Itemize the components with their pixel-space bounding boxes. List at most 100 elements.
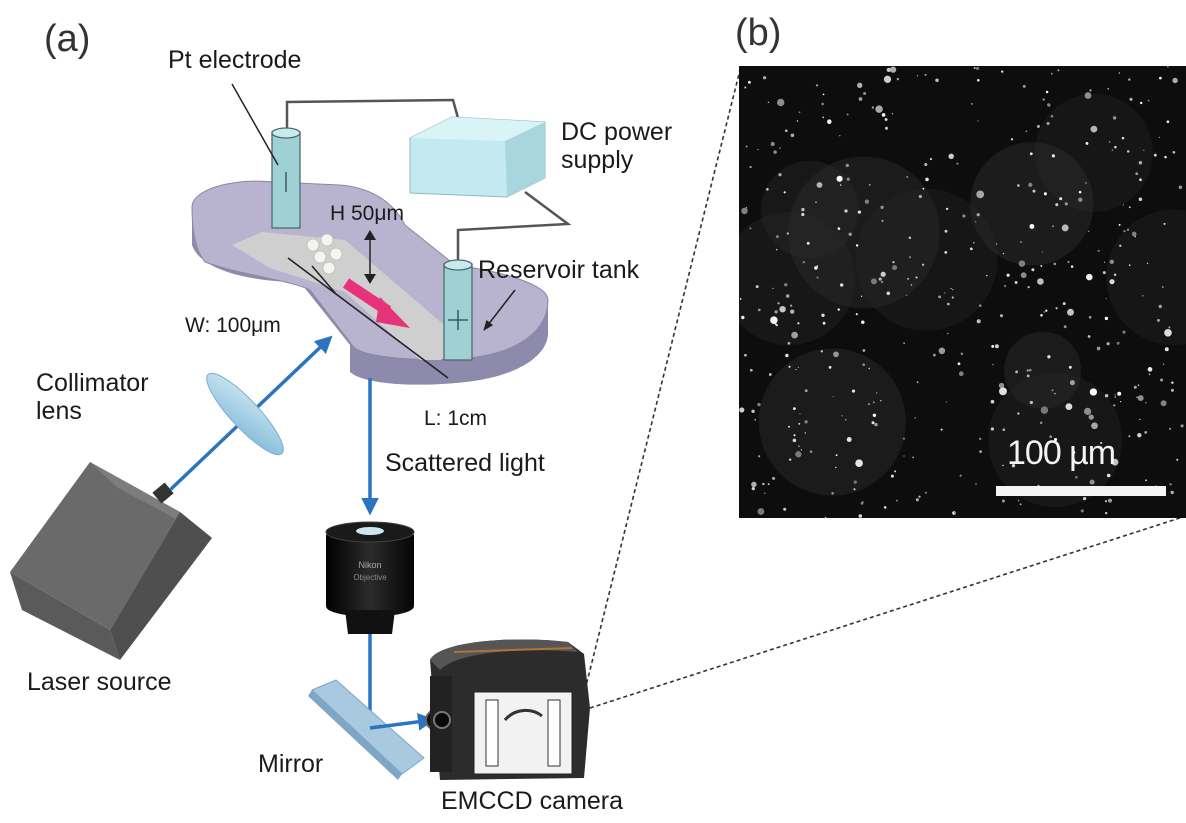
haze <box>788 156 940 309</box>
speckle <box>1051 154 1055 158</box>
speckle <box>969 247 973 251</box>
speckle <box>1041 251 1044 253</box>
speckle <box>1102 271 1106 275</box>
pt-electrode-leader <box>231 83 279 166</box>
speckle <box>1160 378 1164 382</box>
speckle <box>797 322 800 325</box>
speckle <box>868 403 870 405</box>
particle-field <box>739 66 1186 518</box>
speckle <box>762 76 767 80</box>
speckle <box>998 382 1005 389</box>
speckle <box>975 483 977 485</box>
speckle <box>889 66 897 73</box>
speckle <box>853 488 856 491</box>
speckle <box>976 319 981 324</box>
speckle <box>908 236 912 239</box>
speckle <box>953 511 956 515</box>
speckle <box>835 466 837 469</box>
speckle <box>975 66 980 71</box>
svg-text:Objective: Objective <box>353 573 387 582</box>
speckle <box>1112 116 1117 120</box>
haze <box>1034 93 1153 212</box>
speckle <box>1036 124 1040 128</box>
speckle <box>1001 499 1005 503</box>
speckle <box>815 201 817 203</box>
emccd-camera-label: EMCCD camera <box>441 787 623 815</box>
speckle <box>871 106 875 109</box>
speckle <box>924 73 927 76</box>
speckle <box>815 84 819 87</box>
speckle <box>1122 330 1126 334</box>
dark-field-micrograph: 100 µm <box>739 66 1186 518</box>
speckle <box>958 371 964 377</box>
speckle <box>951 296 954 299</box>
speckle <box>1178 185 1183 190</box>
speckle <box>835 454 838 457</box>
speckle <box>784 283 788 287</box>
speckle <box>1144 430 1148 434</box>
speckle <box>739 298 742 300</box>
speckle <box>885 126 888 130</box>
objective-lens: Nikon Objective <box>325 521 415 634</box>
speckle <box>757 148 759 151</box>
speckle <box>1082 496 1087 501</box>
speckle <box>884 118 888 121</box>
speckle <box>857 82 863 88</box>
speckle <box>1099 441 1103 445</box>
speckle <box>745 145 748 148</box>
speckle <box>772 287 774 290</box>
speckle <box>902 437 906 440</box>
speckle <box>1170 490 1174 495</box>
speckle <box>908 256 912 259</box>
speckle <box>785 353 789 358</box>
speckle <box>1134 235 1136 238</box>
speckle <box>1055 203 1059 207</box>
speckle <box>1059 197 1063 201</box>
speckle <box>793 434 796 437</box>
speckle <box>1129 97 1133 101</box>
speckle <box>1091 422 1098 430</box>
speckle <box>858 97 863 101</box>
speckle <box>916 381 919 384</box>
speckle <box>831 492 834 495</box>
speckle <box>1164 347 1169 352</box>
speckle <box>757 402 761 407</box>
speckle <box>1158 136 1161 138</box>
speckle <box>1083 407 1092 416</box>
speckle <box>1109 279 1115 285</box>
speckle <box>1089 89 1092 92</box>
speckle <box>1141 294 1144 297</box>
zoom-line-bottom <box>589 515 1186 709</box>
speckle <box>755 285 759 289</box>
speckle <box>777 98 785 107</box>
speckle <box>783 191 786 194</box>
particle <box>320 233 334 247</box>
speckle <box>788 425 790 428</box>
speckle <box>788 365 791 368</box>
speckle <box>1006 273 1010 277</box>
speckle <box>945 207 949 211</box>
speckle <box>891 113 894 115</box>
speckle <box>832 396 834 398</box>
speckle <box>1065 403 1073 410</box>
speckle <box>1138 197 1143 202</box>
speckle <box>1040 265 1043 267</box>
speckle <box>1153 153 1157 157</box>
speckle <box>860 501 864 505</box>
speckle <box>822 116 825 119</box>
panel-b-label: (b) <box>735 12 782 54</box>
speckle <box>962 214 966 218</box>
laser-source-label: Laser source <box>27 668 172 696</box>
scale-bar <box>996 486 1166 496</box>
speckle <box>1017 184 1020 187</box>
speckle <box>974 221 977 223</box>
speckle <box>1053 262 1057 266</box>
speckle <box>816 182 823 188</box>
speckle <box>916 74 919 77</box>
speckle <box>973 241 975 244</box>
speckle <box>992 363 994 366</box>
speckle <box>1137 395 1144 402</box>
speckle <box>1113 404 1116 407</box>
speckle <box>1162 363 1165 365</box>
speckle <box>990 399 995 404</box>
